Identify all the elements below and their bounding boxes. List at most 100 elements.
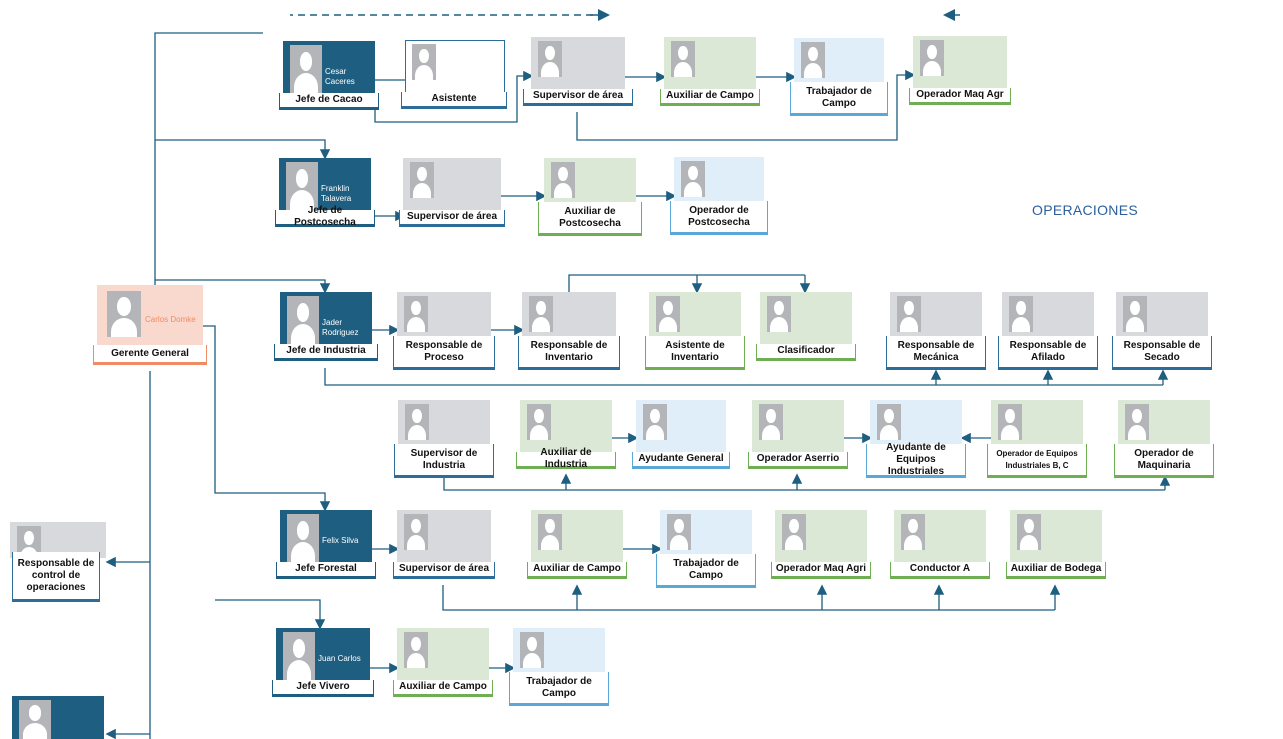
node-title: Operador de Postcosecha xyxy=(670,201,768,235)
node-title: Auxiliar de Campo xyxy=(660,89,760,106)
connector-line xyxy=(443,478,1165,491)
person-avatar-icon xyxy=(410,162,434,198)
connector-line xyxy=(576,69,916,141)
person-avatar-icon xyxy=(286,162,318,210)
node-title: Supervisor de Industria xyxy=(394,444,494,478)
person-avatar-icon xyxy=(877,404,901,440)
person-avatar-icon xyxy=(1123,296,1147,332)
node-title: Supervisor de área xyxy=(393,562,495,579)
org-node-aux-campo-3: Auxiliar de Campo xyxy=(393,628,493,703)
node-title: Ayudante de Equipos Industriales xyxy=(866,442,966,478)
person-avatar-icon xyxy=(998,404,1022,440)
node-title: Asistente de Inventario xyxy=(645,336,745,370)
person-name: Cesar Caceres xyxy=(325,67,355,86)
person-avatar-icon xyxy=(897,296,921,332)
connector-line xyxy=(374,70,534,123)
org-node-op-maquin: Operador de Maquinaria xyxy=(1114,400,1214,478)
node-title: Responsable de Proceso xyxy=(393,336,495,370)
node-title: Auxiliar de Bodega xyxy=(1006,562,1106,579)
org-node-op-post: Operador de Postcosecha xyxy=(670,157,768,237)
org-node-resp-afil: Responsable de Afilado xyxy=(998,292,1098,370)
person-avatar-icon xyxy=(538,514,562,550)
connector-line xyxy=(324,368,1163,386)
org-node-asistente: Asistente xyxy=(401,40,507,116)
person-avatar-icon xyxy=(520,632,544,668)
person-avatar-icon xyxy=(643,404,667,440)
person-avatar-icon xyxy=(782,514,806,550)
node-title: Responsable de Secado xyxy=(1112,336,1212,370)
person-avatar-icon xyxy=(405,404,429,440)
connector-line xyxy=(155,139,331,160)
org-node-resp-ctrl: Responsable de control de operaciones xyxy=(10,522,106,604)
person-name: Juan Carlos xyxy=(318,654,361,663)
node-title: Conductor A xyxy=(890,562,990,579)
org-node-aux-campo-2: Auxiliar de Campo xyxy=(527,510,627,585)
person-avatar-icon xyxy=(681,161,705,197)
node-title: Responsable de control de operaciones xyxy=(12,552,100,602)
org-node-aux-bod: Auxiliar de Bodega xyxy=(1006,510,1106,585)
person-avatar-icon xyxy=(1009,296,1033,332)
org-node-resp-sec: Responsable de Secado xyxy=(1112,292,1212,370)
person-avatar-icon xyxy=(404,296,428,332)
org-node-op-maq-agr: Operador Maq Agr xyxy=(909,36,1011,110)
org-node-sup-area-2: Supervisor de área xyxy=(399,158,505,234)
org-node-op-aserr: Operador Aserrio xyxy=(748,400,848,475)
node-title: Trabajador de Campo xyxy=(509,672,609,706)
node-title: Asistente xyxy=(401,92,507,109)
person-avatar-icon xyxy=(529,296,553,332)
org-node-trab-campo-3: Trabajador de Campo xyxy=(509,628,609,708)
node-title: Ayudante General xyxy=(632,452,730,469)
node-title: Operador de Equipos Industriales B, C xyxy=(987,444,1087,478)
org-node-aux-post: Auxiliar de Postcosecha xyxy=(538,158,642,238)
node-title: Operador Aserrio xyxy=(748,452,848,469)
person-avatar-icon xyxy=(759,404,783,440)
node-title: Jefe de Industria xyxy=(274,344,378,361)
node-title: Auxiliar de Campo xyxy=(527,562,627,579)
operaciones-section-label: OPERACIONES xyxy=(1032,202,1138,218)
node-title: Jefe Vivero xyxy=(272,680,374,697)
org-node-sup-ind: Supervisor de Industria xyxy=(394,400,494,478)
org-node-ayud-eq: Ayudante de Equipos Industriales xyxy=(866,400,966,478)
org-node-conductor: Conductor A xyxy=(890,510,990,585)
person-avatar-icon xyxy=(107,291,141,337)
person-name: Carlos Domke xyxy=(145,315,196,324)
person-avatar-icon xyxy=(551,162,575,198)
person-avatar-icon xyxy=(283,632,315,680)
org-node-op-maq-agri: Operador Maq Agri xyxy=(771,510,871,585)
connector-line xyxy=(155,279,331,294)
org-node-trab-campo-1: Trabajador de Campo xyxy=(790,38,888,118)
org-node-trab-campo-2: Trabajador de Campo xyxy=(656,510,756,590)
node-title: Clasificador xyxy=(756,344,856,361)
person-avatar-icon xyxy=(538,41,562,77)
person-avatar-icon xyxy=(920,40,944,76)
person-avatar-icon xyxy=(656,296,680,332)
org-node-op-eq-bc: Operador de Equipos Industriales B, C xyxy=(987,400,1087,478)
person-avatar-icon xyxy=(19,700,51,739)
person-avatar-icon xyxy=(404,514,428,550)
node-title: Trabajador de Campo xyxy=(656,554,756,588)
person-avatar-icon xyxy=(287,296,319,344)
person-avatar-icon xyxy=(1125,404,1149,440)
person-name: Franklin Talavera xyxy=(321,184,352,203)
node-title: Responsable de Afilado xyxy=(998,336,1098,370)
org-node-aux-campo-1: Auxiliar de Campo xyxy=(660,37,760,112)
connector-line xyxy=(215,599,326,630)
person-avatar-icon xyxy=(667,514,691,550)
connector-line xyxy=(203,325,331,512)
org-node-ayud-gen: Ayudante General xyxy=(632,400,730,475)
person-avatar-icon xyxy=(412,44,436,80)
connector-line xyxy=(568,274,805,292)
node-title: Responsable de Inventario xyxy=(518,336,620,370)
node-title: Auxiliar de Industria xyxy=(516,447,616,470)
org-node-aux-ind: Auxiliar de Industria xyxy=(516,400,616,475)
org-node-sup-area-1: Supervisor de área xyxy=(523,37,633,112)
person-avatar-icon xyxy=(287,514,319,562)
person-avatar-icon xyxy=(1017,514,1041,550)
org-node-resp-mec: Responsable de Mecánica xyxy=(886,292,986,370)
